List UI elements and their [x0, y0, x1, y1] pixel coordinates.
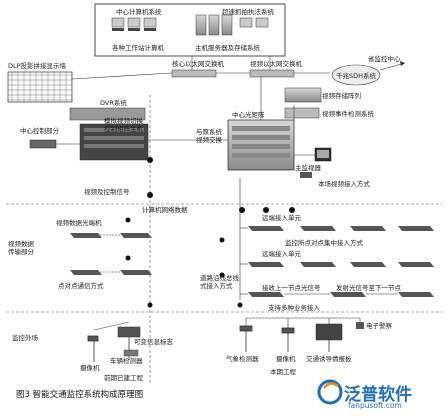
optical-transceiver-icon: [70, 233, 102, 238]
label-storage-array: 视频存储阵列: [322, 92, 361, 100]
label-optical-transceiver: 视频数据光端机: [56, 219, 102, 227]
optical-transceiver-icon: [120, 270, 152, 275]
brand-url: fanpusoft.com: [348, 401, 402, 410]
label-variable-sign: 可变信息标志: [134, 338, 173, 346]
label-original-system-switch: 与原系统 视频交换: [196, 128, 222, 144]
sdh-cloud-icon: [331, 64, 381, 86]
optical-transceiver-icon: [120, 233, 152, 238]
label-video-switch: 视频以太网交换机: [250, 60, 302, 68]
video-switch-icon: [249, 69, 295, 78]
label-dlp-wall: DLP投影拼接显示墙: [8, 62, 67, 70]
storage-array-icon: [284, 87, 322, 103]
core-switch-icon: [171, 69, 217, 78]
dvr-icon: [69, 107, 146, 121]
label-video-detection: 视频事件检测系统: [322, 110, 374, 118]
label-info-board: 交通诱导情报板: [306, 355, 352, 363]
label-province-center: 省监控中心: [368, 55, 401, 63]
label-send-node: 发射光信号至下一节点: [336, 284, 401, 292]
weather-detector-icon: [239, 325, 253, 352]
label-weather-detector: 气象检测器: [226, 355, 259, 363]
video-detection-icon: [284, 107, 320, 119]
label-center-optical-matrix: 中心光矩阵: [232, 111, 265, 119]
label-current-project: 本期工程: [270, 368, 296, 376]
label-receive-node: 接收上一节点光信号: [262, 284, 321, 292]
label-point-to-point: 点对点通信方式: [58, 282, 104, 290]
electronic-police-icon: [356, 322, 364, 329]
figure-caption: 图3 智能交通监控系统构成原理图: [16, 390, 144, 400]
label-camera-2: 摄像机: [276, 355, 296, 363]
workstation-icon: [111, 17, 157, 31]
keyboard-icon: [29, 139, 57, 149]
label-main-monitor: 主监视器: [295, 164, 321, 172]
label-remote-unit-2: 远端接入单元: [262, 250, 301, 258]
variable-sign-icon: [117, 326, 141, 338]
label-video-control-signal: 视频及控制信号: [84, 188, 130, 196]
label-roadside-bus: 道路沿线总线 式接入方式: [200, 274, 239, 290]
label-center-control: 中心控制部分: [20, 127, 59, 135]
camera-icon-local: [300, 172, 312, 178]
dlp-wall: [7, 71, 73, 103]
label-e-police: 电子警察: [366, 322, 392, 330]
optical-transceiver-icon: [70, 270, 102, 275]
camera-pole-icon: [87, 335, 99, 362]
label-core-switch: 核心以太网交换机: [172, 60, 224, 68]
label-vehicle-detector: 车辆检测器: [110, 357, 143, 365]
label-camera: 摄像机: [80, 364, 100, 372]
label-local-access: 本场视频接入方式: [318, 180, 370, 188]
label-data-transmission: 视频数据 传输部分: [8, 240, 34, 256]
info-board-icon: [315, 323, 343, 341]
label-super-violation: 超速抓拍执法系统: [222, 8, 274, 16]
brand-logo-icon: [317, 379, 343, 405]
label-network-data: 计算机网络数据: [142, 206, 188, 214]
vehicle-detector-icon: [123, 349, 139, 357]
label-field-monitoring: 监控外场: [12, 334, 38, 342]
label-workstations: 各种工作站计算机: [112, 44, 164, 52]
camera-icon: [281, 327, 295, 352]
label-early-project: 前期已建工程: [104, 374, 143, 382]
label-remote-unit-1: 远端接入单元: [262, 214, 301, 222]
label-host-servers: 主机服务器及存储系统: [195, 44, 260, 52]
central-pc-box: [94, 3, 286, 57]
label-multi-service: 支持多种业务接入: [268, 304, 320, 312]
label-point-centralized: 监控所点对点集中接入方式: [285, 239, 363, 247]
brand-name: 泛普软件: [344, 385, 412, 405]
remote-access-unit-row: [248, 226, 434, 297]
label-sdh: 千兆SDH系统: [336, 72, 377, 80]
server-rack-icon: [195, 14, 269, 36]
fiber-connector-dot: [125, 157, 295, 308]
label-central-pc-system: 中心计算机系统: [116, 8, 162, 16]
label-matrix-host: 模拟视频切换 控制矩阵主机: [104, 117, 143, 133]
label-dvr: DVR系统: [100, 99, 127, 107]
